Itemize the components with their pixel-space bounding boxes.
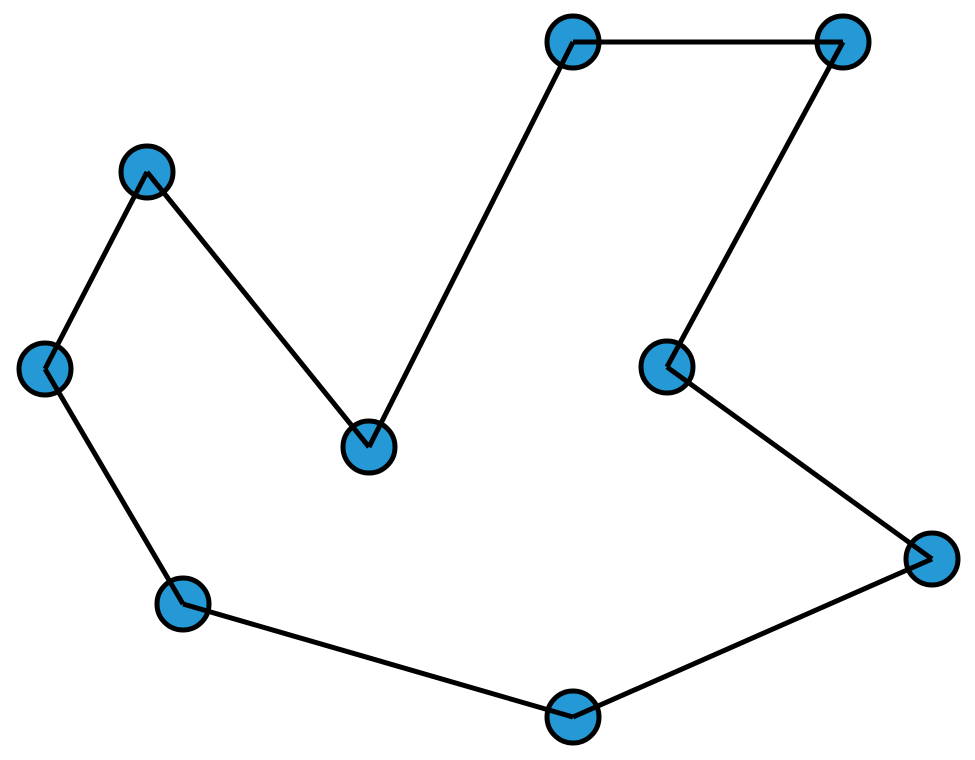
graph-edge-7-3 (42, 367, 186, 606)
graph-edge-3-2 (42, 170, 150, 371)
graph-edge-2-5 (145, 170, 371, 449)
graph-edge-6-8 (571, 556, 934, 720)
graph-edge-8-7 (182, 601, 574, 720)
graph-edge-1-4 (664, 40, 846, 369)
graph-edge-4-6 (665, 364, 934, 562)
graph-edge-5-0 (366, 40, 576, 449)
